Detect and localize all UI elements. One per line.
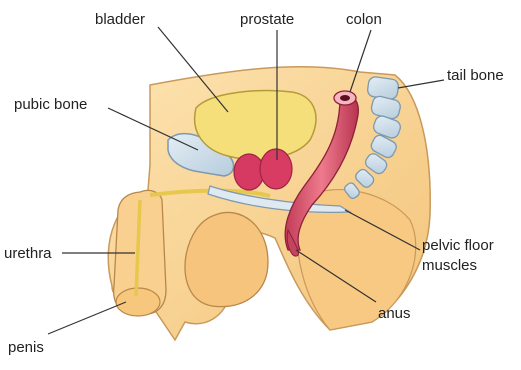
bladder-shape bbox=[195, 91, 316, 160]
label-pubic-bone: pubic bone bbox=[14, 96, 87, 113]
label-anus: anus bbox=[378, 305, 411, 322]
penis-leader bbox=[48, 302, 126, 334]
label-penis: penis bbox=[8, 339, 44, 356]
penis-glans bbox=[116, 288, 160, 316]
label-prostate: prostate bbox=[240, 11, 294, 28]
label-tail-bone: tail bone bbox=[447, 67, 504, 84]
label-colon: colon bbox=[346, 11, 382, 28]
colon-opening-inner bbox=[340, 95, 350, 101]
label-pelvic-floor-line1: pelvic floor bbox=[422, 237, 494, 254]
prostate-left-lobe bbox=[234, 154, 264, 190]
label-bladder: bladder bbox=[95, 11, 145, 28]
tail-bone-leader bbox=[398, 80, 444, 88]
label-pelvic-floor-line2: muscles bbox=[422, 257, 477, 274]
label-urethra: urethra bbox=[4, 245, 52, 262]
prostate-right-lobe bbox=[260, 149, 292, 189]
